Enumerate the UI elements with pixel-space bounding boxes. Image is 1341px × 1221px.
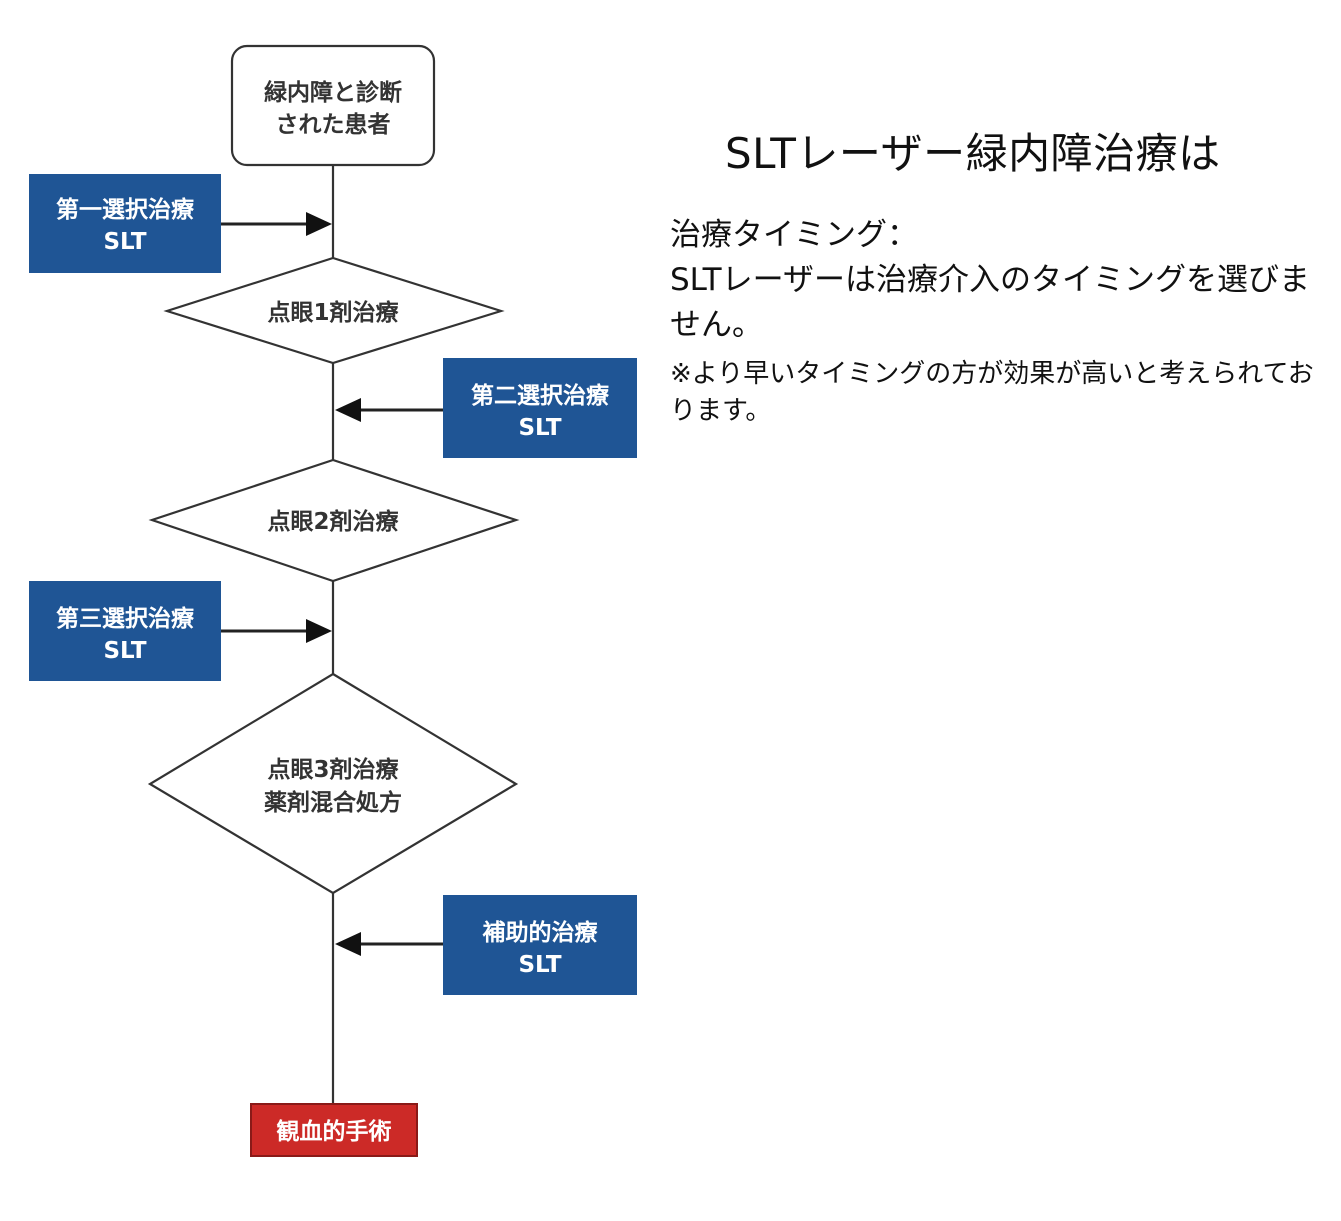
adjunct-line1: 補助的治療 [482,919,599,946]
arrow-right-icon [306,212,332,236]
flowchart: 緑内障と診断 された患者 第一選択治療 SLT 点眼1剤治療 第二選択治療 SL… [29,44,637,1157]
eyedrop3-line2: 薬剤混合処方 [264,789,402,816]
surgery-label: 観血的手術 [277,1118,392,1145]
second-choice-slt-box: 第二選択治療 SLT [443,358,637,458]
third-choice-line2: SLT [103,638,146,664]
third-choice-arrow [221,619,332,643]
second-choice-line1: 第二選択治療 [471,382,610,409]
start-node-line1: 緑内障と診断 [264,79,402,106]
start-node: 緑内障と診断 された患者 [230,44,436,167]
timing-note: ※より早いタイミングの方が効果が高いと考えられております。 [670,359,1314,426]
surgery-box: 観血的手術 [250,1103,418,1157]
panel-body: 治療タイミング： SLTレーザーは治療介入のタイミングを選びません。 ※より早い… [670,213,1320,430]
eyedrop3-decision: 点眼3剤治療 薬剤混合処方 [147,672,519,895]
eyedrop1-label: 点眼1剤治療 [267,299,399,326]
first-choice-arrow [221,212,332,236]
second-choice-arrow [335,398,443,422]
arrow-right-icon [306,619,332,643]
timing-heading: 治療タイミング： [670,217,918,253]
arrow-left-icon [335,932,361,956]
eyedrop2-label: 点眼2剤治療 [267,508,399,535]
adjunct-line2: SLT [518,952,561,978]
second-choice-line2: SLT [518,415,561,441]
arrow-left-icon [335,398,361,422]
first-choice-slt-box: 第一選択治療 SLT [29,174,221,273]
eyedrop1-decision: 点眼1剤治療 [163,256,505,365]
start-node-line2: された患者 [276,111,391,138]
third-choice-slt-box: 第三選択治療 SLT [29,581,221,681]
adjunct-slt-box: 補助的治療 SLT [443,895,637,995]
eyedrop3-line1: 点眼3剤治療 [267,756,399,783]
first-choice-line1: 第一選択治療 [56,196,195,223]
eyedrop2-decision: 点眼2剤治療 [148,458,520,583]
panel-title: SLTレーザー緑内障治療は [725,129,1221,178]
timing-text: SLTレーザーは治療介入のタイミングを選びません。 [670,262,1310,343]
first-choice-line2: SLT [103,229,146,255]
third-choice-line1: 第三選択治療 [56,605,195,632]
adjunct-arrow [335,932,443,956]
